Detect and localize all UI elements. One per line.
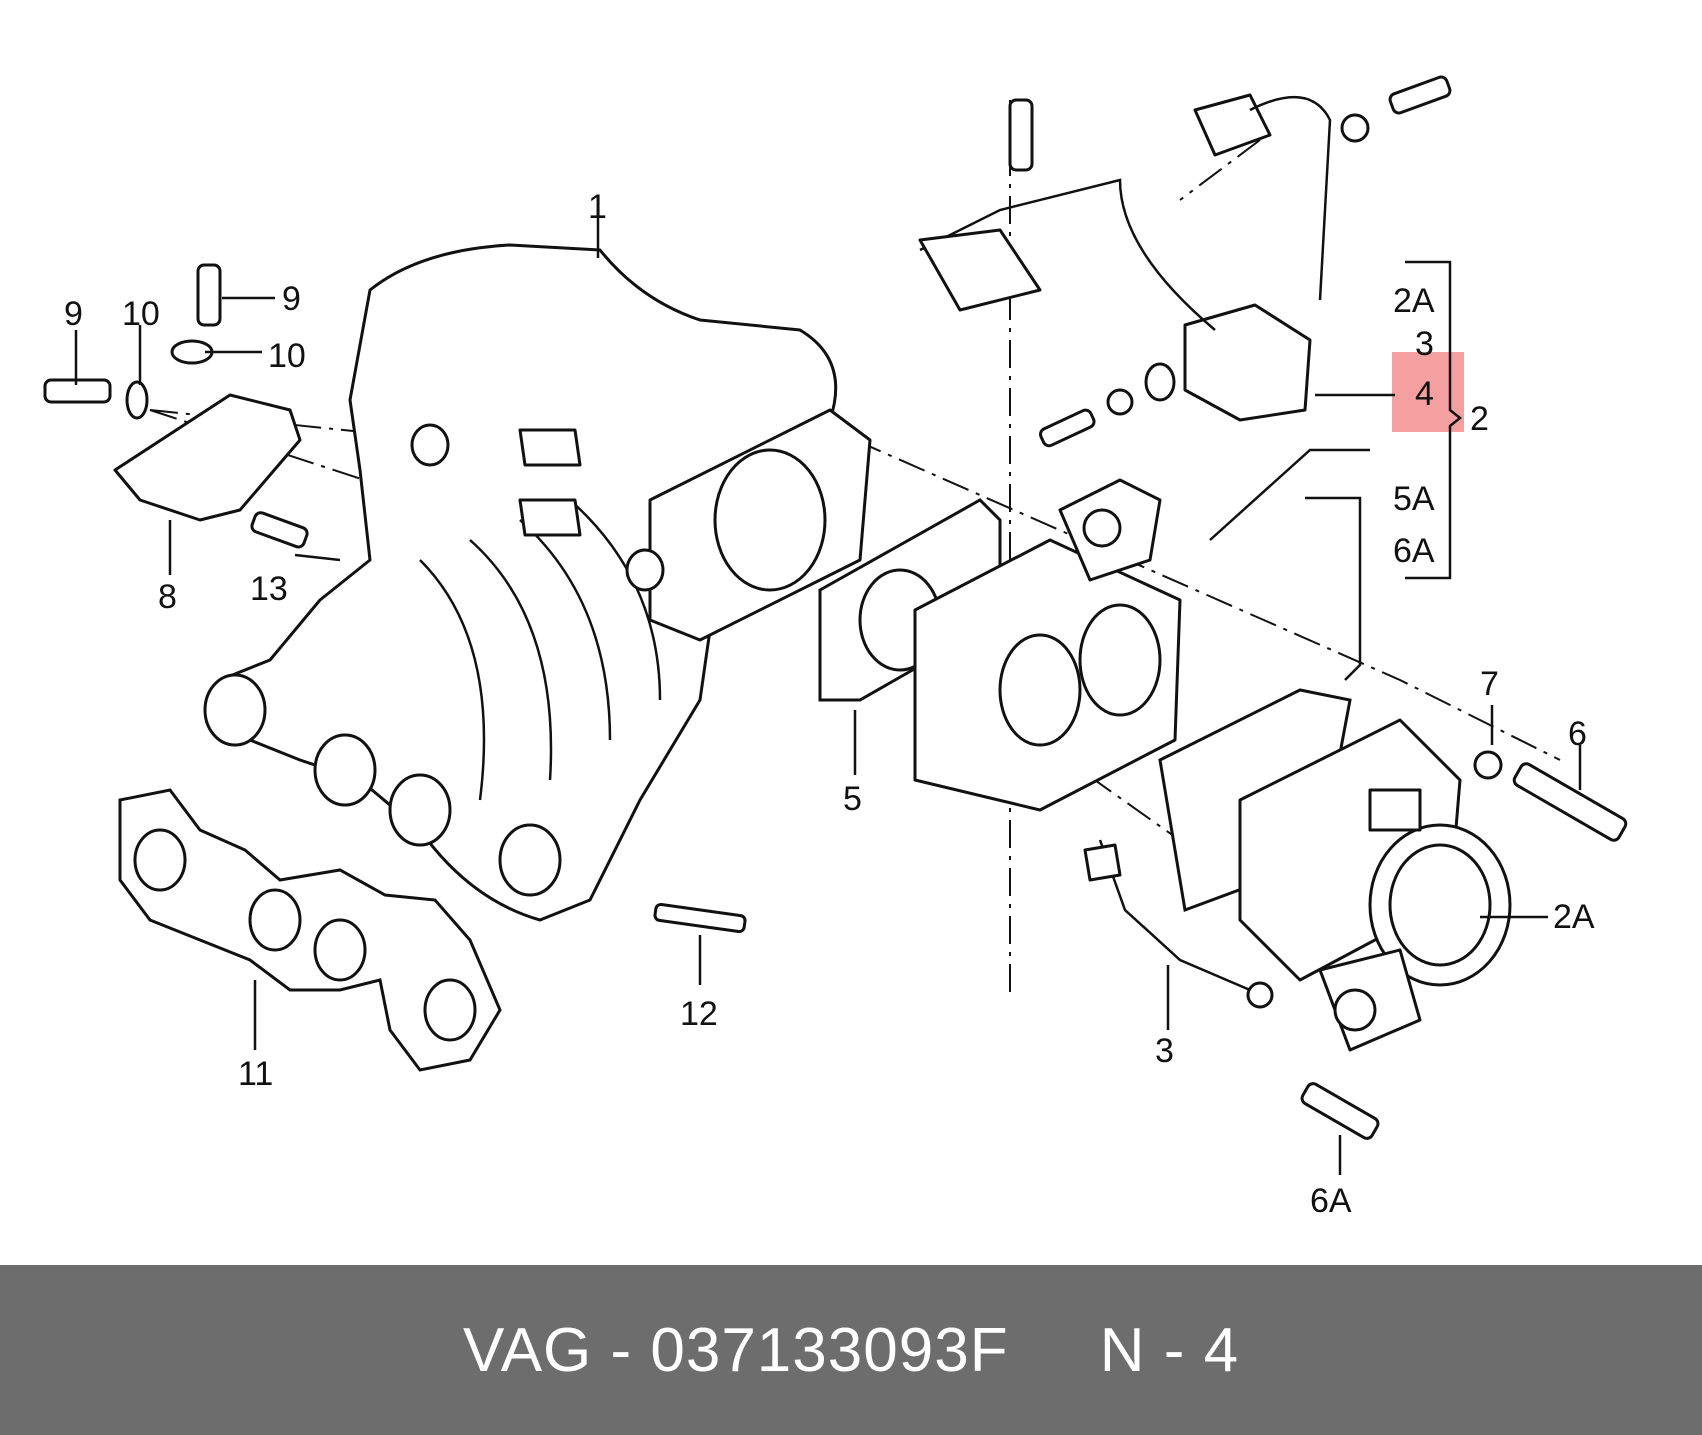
label-6: 6 [1568,715,1587,753]
bracket-part-8 [113,393,302,522]
part-number-footer: VAG - 037133093F N - 4 [0,1265,1702,1435]
part-labels: 1 9 9 10 10 8 13 11 12 5 3 2A 3 4 2 5A 6… [64,188,1595,1220]
sensor-part-4 [918,93,1332,422]
label-12: 12 [680,995,718,1033]
label-2A-b: 2A [1553,898,1595,936]
label-6A-b: 6A [1310,1182,1352,1220]
gasket-part-11 [118,788,502,1072]
leader-lines [74,218,1582,1175]
label-3-list: 3 [1415,325,1434,363]
label-11: 11 [238,1055,273,1093]
part-number-text: VAG - 037133093F N - 4 [462,1315,1240,1385]
label-3b: 3 [1155,1032,1174,1070]
throttle-housing [1158,688,1512,1052]
label-13: 13 [250,570,288,608]
throttle-body [913,478,1182,812]
label-2A-list: 2A [1393,282,1435,320]
label-2: 2 [1470,400,1489,438]
label-10b: 10 [268,337,306,375]
intake-manifold [203,243,872,922]
label-6A-list: 6A [1393,532,1435,570]
label-1: 1 [588,188,607,226]
label-4-list: 4 [1415,375,1434,413]
fasteners [43,75,1628,1140]
label-9a: 9 [64,295,83,333]
label-7: 7 [1480,665,1499,703]
label-8: 8 [158,578,177,616]
exploded-parts-diagram: 1 9 9 10 10 8 13 11 12 5 3 2A 3 4 2 5A 6… [43,75,1628,1220]
label-5: 5 [843,780,862,818]
label-10a: 10 [122,295,160,333]
highlight-part-4 [1392,352,1464,432]
label-5A: 5A [1393,480,1435,518]
gasket-ports [133,828,477,1042]
label-9b: 9 [282,280,301,318]
